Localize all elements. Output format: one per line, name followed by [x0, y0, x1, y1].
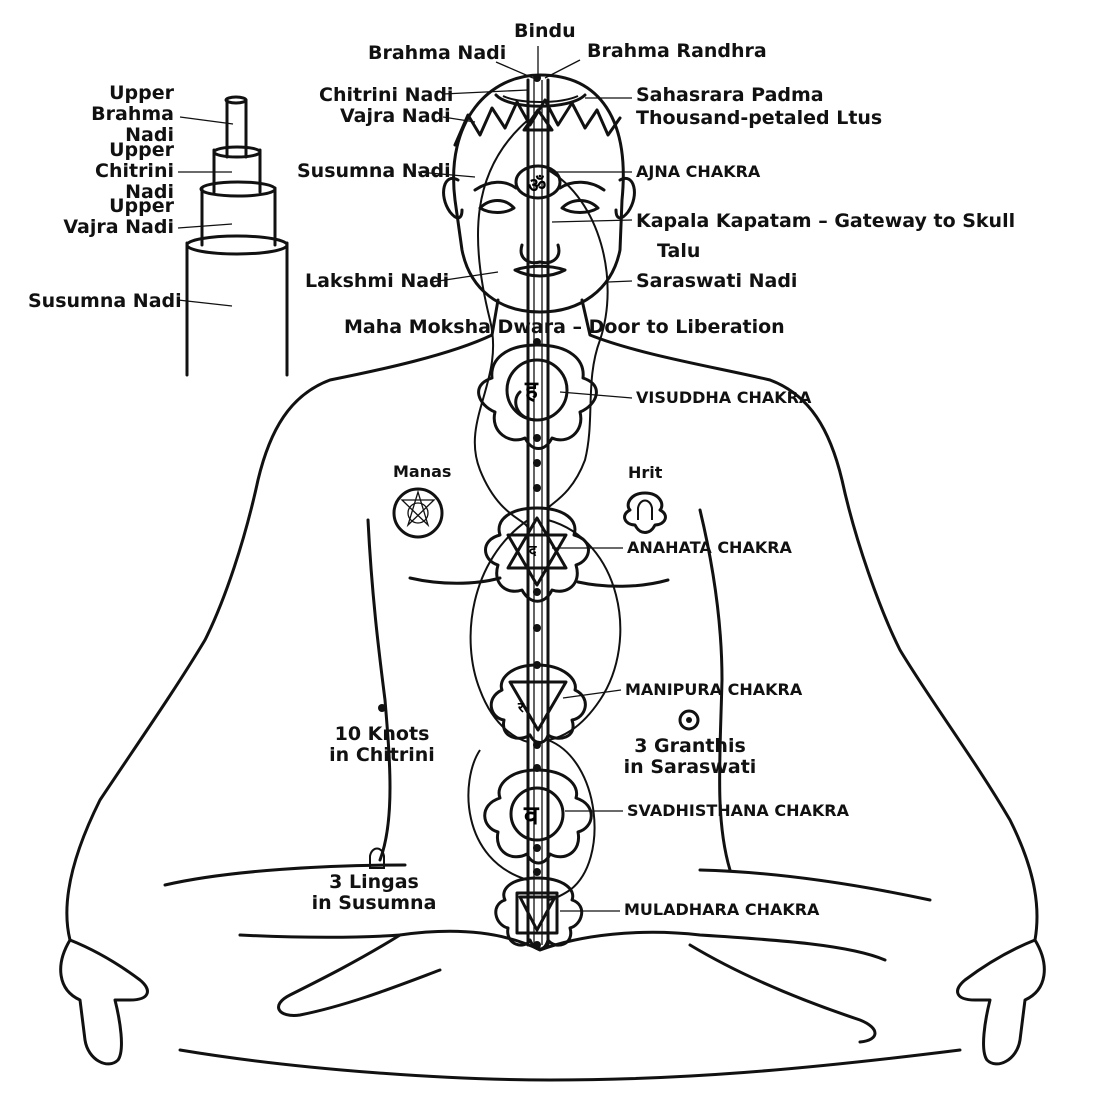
label-visuddha-chakra: VISUDDHA CHAKRA	[636, 388, 812, 407]
knot-dot	[378, 704, 386, 712]
hrit-symbol	[623, 491, 667, 534]
ajna-chakra-symbol: ॐ	[514, 108, 562, 200]
svg-text:द: द	[528, 543, 537, 559]
anahata-chakra-symbol: द	[484, 506, 590, 603]
label-upper-vajra-nadi: Upper Vajra Nadi	[63, 195, 174, 238]
label-kapala-kapatam: Kapala Kapatam – Gateway to Skull	[636, 210, 1016, 232]
label-hrit: Hrit	[628, 463, 663, 482]
label-bindu: Bindu	[514, 20, 576, 42]
label-lakshmi-nadi: Lakshmi Nadi	[305, 270, 450, 292]
nadi-cylinder	[177, 95, 289, 377]
label-muladhara-chakra: MULADHARA CHAKRA	[624, 900, 820, 919]
sushumna-channel	[526, 74, 550, 947]
label-thousand-petaled-lotus: Thousand-petaled Ltus	[636, 107, 883, 129]
label-saraswati-nadi: Saraswati Nadi	[636, 270, 798, 292]
svg-text:व: व	[523, 801, 540, 831]
svadhisthana-chakra-symbol: व	[483, 768, 593, 865]
label-vajra-nadi: Vajra Nadi	[340, 105, 451, 127]
linga-symbol	[369, 847, 385, 869]
label-svadhisthana-chakra: SVADHISTHANA CHAKRA	[627, 801, 849, 820]
side-nadis	[467, 119, 622, 901]
label-manas: Manas	[393, 462, 452, 481]
svg-text:ह: ह	[524, 376, 539, 404]
leader-lines	[417, 46, 633, 912]
label-3-lingas: 3 Lingas in Susumna	[311, 871, 437, 914]
label-brahma-randhra: Brahma Randhra	[587, 40, 767, 62]
manas-symbol	[392, 487, 444, 539]
svg-text:र: र	[517, 700, 525, 716]
label-maha-moksha-dwara: Maha Moksha Dwara – Door to Liberation	[344, 316, 785, 338]
label-brahma-nadi: Brahma Nadi	[368, 42, 507, 64]
manipura-chakra-symbol: र	[489, 663, 587, 744]
label-susumna-nadi: Susumna Nadi	[297, 160, 451, 182]
muladhara-chakra-symbol	[494, 876, 584, 951]
visuddha-chakra-symbol: ह	[477, 343, 598, 450]
label-ajna-chakra: AJNA CHAKRA	[636, 162, 761, 181]
label-3-granthis: 3 Granthis in Saraswati	[623, 735, 757, 778]
label-anahata-chakra: ANAHATA CHAKRA	[627, 538, 792, 557]
label-sahasrara-padma: Sahasrara Padma	[636, 84, 824, 106]
label-talu: Talu	[657, 240, 701, 262]
label-cylinder-susumna-nadi: Susumna Nadi	[28, 290, 182, 312]
svg-text:ॐ: ॐ	[528, 173, 546, 197]
label-10-knots: 10 Knots in Chitrini	[329, 723, 435, 766]
label-chitrini-nadi: Chitrini Nadi	[319, 84, 454, 106]
label-upper-brahma-nadi: Upper Brahma Nadi	[91, 82, 174, 146]
granthi-symbol	[678, 709, 700, 731]
label-manipura-chakra: MANIPURA CHAKRA	[625, 680, 803, 699]
label-upper-chitrini-nadi: Upper Chitrini Nadi	[95, 139, 174, 203]
